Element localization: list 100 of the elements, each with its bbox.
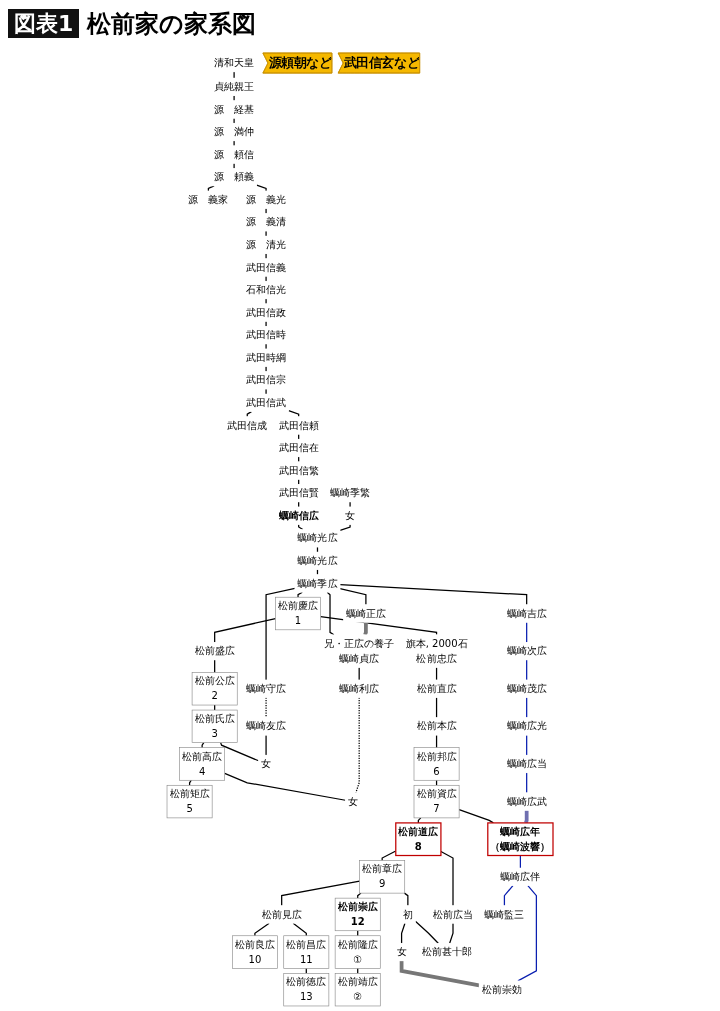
node-text: 源 義清 (245, 216, 287, 228)
connector (233, 95, 235, 102)
node-text: 蠣崎季繁 (330, 486, 371, 499)
node-box: 松前徳広 13 (283, 973, 330, 1007)
node-text: 武田信頼 (278, 419, 319, 432)
connector (265, 320, 267, 327)
node-text: 蠣崎光広 (297, 532, 338, 544)
node-box: 松前矩広 5 (166, 784, 213, 819)
connector (265, 343, 267, 350)
node-text: 初 (402, 908, 413, 921)
node-text: 松前盛広 (194, 644, 235, 657)
node-box: 松前道広 8 (395, 822, 442, 857)
node-box: 松前邦広 6 (413, 747, 460, 781)
connector (201, 742, 205, 749)
node-box: 松前昌広 11 (283, 935, 330, 969)
connector (254, 922, 270, 937)
node-text: 旗本, 2000石 松前忠広 (405, 637, 468, 665)
node-text: 蠣崎広伴 (500, 870, 541, 883)
node-text: 蠣崎広武 (506, 795, 547, 808)
connector (349, 501, 351, 508)
connector (526, 772, 528, 794)
connector (503, 884, 514, 907)
connector (292, 922, 307, 937)
node-text: 松前崇効 (481, 983, 522, 996)
connector (297, 591, 303, 598)
connector (224, 772, 346, 801)
connector (233, 162, 235, 169)
node-text: 女 (261, 757, 272, 770)
connector (526, 734, 528, 756)
node-text: 源 満仲 (214, 125, 255, 138)
connector (400, 922, 406, 944)
connector (458, 809, 494, 824)
connector (339, 584, 528, 606)
node-text: 蠣崎信広 (278, 509, 319, 522)
node-text: 松前本広 (416, 720, 457, 732)
connector (414, 920, 439, 944)
connector (526, 696, 528, 719)
node-text: 武田信義 (245, 261, 287, 274)
connector (526, 659, 528, 681)
node-box: 松前氏広 3 (191, 709, 238, 743)
node-text: 蠣崎吉広 (506, 607, 547, 620)
node-text: 武田信武 (245, 396, 287, 409)
title: 松前家の家系図 (87, 9, 257, 40)
connector (403, 892, 409, 907)
connector (440, 850, 454, 907)
connector (265, 207, 267, 215)
connector (265, 230, 267, 237)
node-text: 女 (345, 509, 356, 522)
node-text: 源 清光 (245, 238, 287, 251)
node-text: 松前直広 (416, 682, 457, 695)
node-text: 松前広当 (432, 908, 474, 921)
connector (339, 523, 351, 532)
figure-number: 図表1 (8, 9, 80, 38)
connector (233, 140, 235, 147)
node-text: 蠣崎友広 (245, 720, 287, 732)
connector (265, 587, 296, 681)
node-text: 武田信政 (245, 306, 287, 319)
connector (517, 884, 537, 982)
node-text: 源 頼信 (214, 148, 255, 161)
node-text: 蠣崎広光 (506, 720, 547, 732)
connector (339, 588, 367, 606)
node-text: 蠣崎広当 (506, 757, 547, 770)
node-box: 松前靖広 ② (334, 973, 381, 1007)
node-box: 松前資広 7 (413, 784, 460, 819)
node-box: 松前慶広 1 (275, 596, 321, 631)
node-text: 松前見広 (261, 908, 302, 921)
node-text: 武田信繁 (278, 464, 319, 477)
node-text: 武田時綱 (245, 351, 287, 364)
node-text: 蠣崎守広 (245, 682, 287, 695)
connector (526, 621, 528, 643)
node-box: 松前崇広 12 (334, 897, 381, 932)
node-box: 松前良広 10 (232, 935, 278, 969)
node-text: 武田信時 (245, 328, 287, 341)
node-text: 蠣崎季広 (297, 577, 338, 590)
connector (524, 810, 529, 824)
node-text: 源 義家 (188, 193, 229, 206)
node-text: 貞純親王 (214, 80, 255, 93)
connector (233, 117, 235, 124)
node-text: 蠣崎光広 (297, 554, 338, 567)
node-text: 源 経基 (214, 103, 255, 116)
node-text: 蠣崎茂広 (506, 682, 547, 695)
connector (265, 365, 267, 373)
node-text: 蠣崎次広 (506, 644, 547, 657)
node-text: 女 (347, 795, 358, 808)
connector (326, 591, 335, 636)
connector (233, 71, 235, 79)
connector (363, 622, 368, 636)
node-text: 清和天皇 (214, 56, 255, 69)
connector (265, 388, 267, 395)
connector (214, 617, 277, 643)
node-text: 源 義光 (245, 193, 287, 206)
node-box: 松前高広 4 (179, 747, 225, 781)
node-text: 蠣崎利広 (339, 682, 380, 695)
node-text: 松前甚十郎 (421, 945, 472, 958)
node-box: 松前章広 9 (359, 860, 406, 894)
node-box: 松前公広 2 (191, 672, 238, 706)
connector (265, 298, 267, 305)
connector (435, 696, 438, 719)
node-text: 蠣崎監三 (484, 908, 525, 921)
node-text: 源 頼義 (214, 170, 255, 183)
